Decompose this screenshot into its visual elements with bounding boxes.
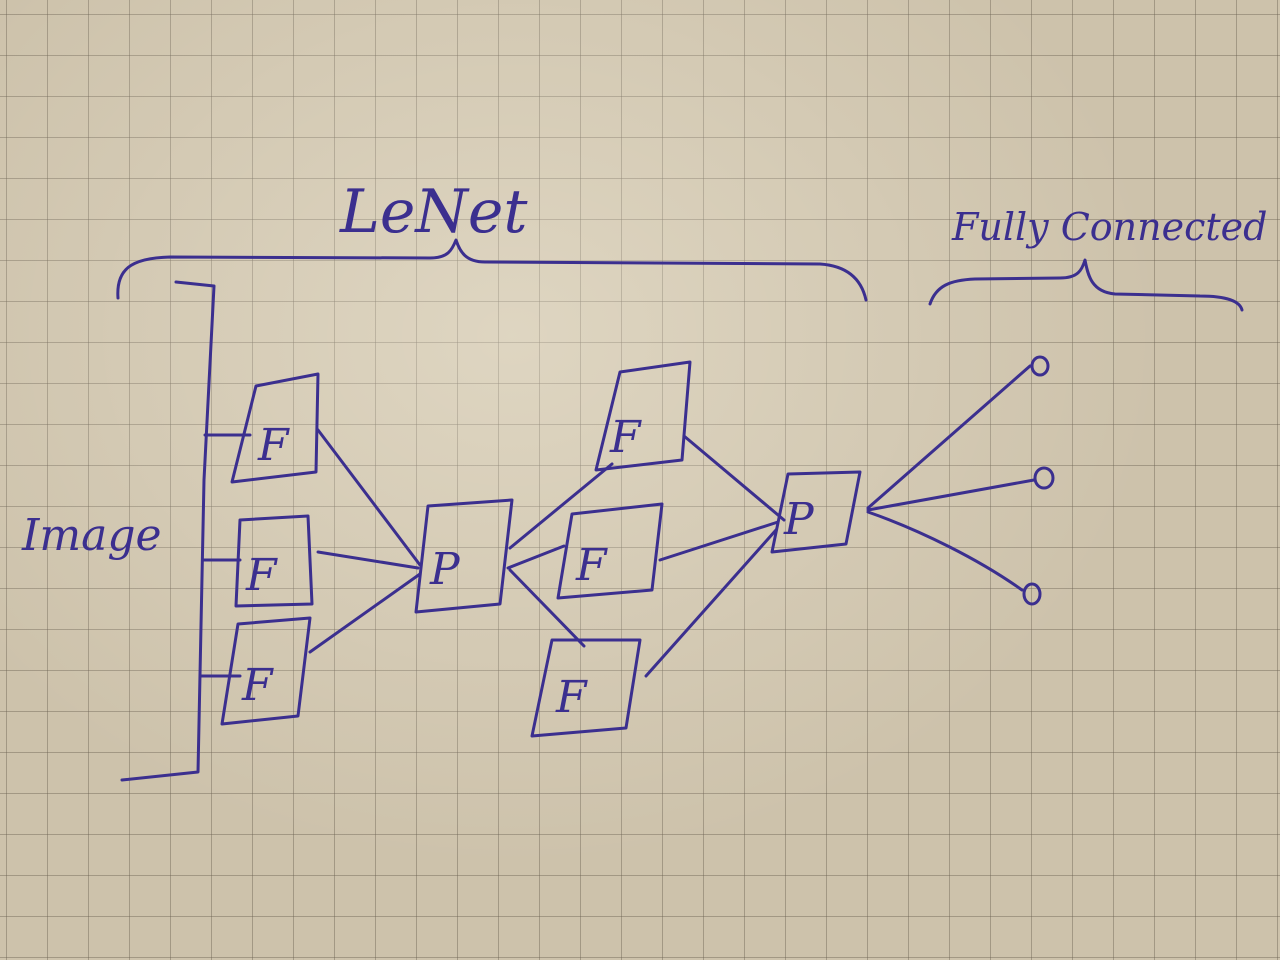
edge-p1-f4: [508, 462, 614, 550]
svg-text:P: P: [783, 494, 815, 545]
f-box-4: F: [594, 360, 692, 472]
svg-text:F: F: [241, 660, 274, 711]
fully-connected-label: Fully Connected: [951, 205, 1267, 249]
p-box-1: P: [414, 498, 514, 614]
image-label: Image: [21, 510, 162, 561]
f-box-6: F: [530, 638, 642, 738]
fully-connected-brace: [928, 258, 1244, 312]
output-neuron-3: [1022, 582, 1042, 606]
p-box-2: P: [770, 470, 862, 554]
edge-f4-p2: [682, 434, 786, 522]
edge-p2-o2: [866, 478, 1036, 512]
image-bracket: [120, 280, 216, 782]
edge-f1-p1: [316, 428, 422, 567]
svg-text:P: P: [429, 544, 461, 595]
output-neuron-2: [1033, 466, 1055, 490]
edge-p2-o1: [866, 364, 1032, 510]
f-box-1: F: [230, 372, 320, 484]
svg-text:F: F: [555, 672, 588, 723]
output-neuron-1: [1030, 355, 1050, 377]
edge-p2-o3: [866, 510, 1024, 592]
lenet-label: LeNet: [339, 177, 528, 247]
f-box-5: F: [556, 502, 664, 600]
edge-p1-f5: [506, 544, 566, 570]
edge-f5-p2: [658, 520, 780, 562]
edge-f3-p1: [308, 572, 422, 654]
f-box-3: F: [220, 616, 312, 726]
svg-text:F: F: [575, 540, 608, 591]
lenet-brace: [116, 238, 868, 302]
svg-text:F: F: [257, 420, 290, 471]
svg-text:F: F: [245, 550, 278, 601]
f-box-2: F: [234, 514, 314, 608]
edge-p1-f6: [508, 568, 586, 648]
svg-text:F: F: [609, 412, 642, 463]
edge-f2-p1: [316, 550, 420, 570]
edge-f6-p2: [644, 528, 778, 678]
